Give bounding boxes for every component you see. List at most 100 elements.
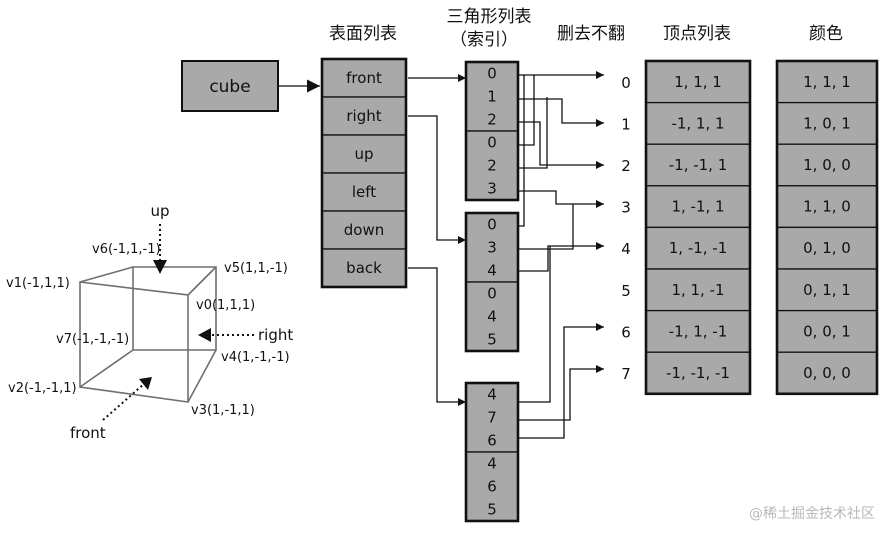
color-value: 0, 0, 1 (803, 322, 851, 340)
face-label: back (346, 259, 382, 277)
vertex-label-v6: v6(-1,1,-1) (92, 242, 161, 257)
triangle-cell (465, 382, 519, 453)
link-7 (518, 204, 574, 250)
triangle-cell (465, 130, 519, 201)
cube-label: cube (209, 77, 250, 97)
triangle-index: 4 (487, 308, 497, 326)
vertex-index-label: 1 (621, 115, 631, 133)
vertex-index-label: 4 (621, 240, 631, 258)
triangle-index: 5 (487, 501, 497, 519)
header-cull: 删去不翻 (557, 24, 625, 44)
link-10 (518, 365, 604, 421)
color-value: 1, 0, 1 (803, 114, 851, 132)
triangle-block-frame (464, 60, 520, 202)
vertex-index-label: 6 (621, 323, 631, 341)
color-list-frame (775, 59, 879, 396)
color-value: 0, 0, 0 (803, 364, 851, 382)
vertex-value: 1, 1, 1 (674, 73, 722, 91)
color-value: 0, 1, 1 (803, 281, 851, 299)
triangle-index: 4 (487, 262, 497, 280)
triangle-index: 6 (487, 432, 497, 450)
cube-box (181, 60, 279, 112)
up-label: up (150, 202, 169, 220)
header-index-note: （索引） (450, 30, 518, 50)
vertex-index-label: 0 (621, 74, 631, 92)
link-11 (518, 323, 604, 439)
vertex-label-v7: v7(-1,-1,-1) (56, 332, 129, 347)
color-list: 1, 1, 1 1, 0, 1 1, 0, 0 1, 1, 0 0, 1, 0 0, 1,… (775, 59, 879, 396)
face-label: up (354, 145, 373, 163)
vertex-index-label: 5 (621, 282, 631, 300)
right-label: right (258, 326, 293, 344)
header-colors: 颜色 (809, 24, 843, 44)
vertex-cell (645, 226, 751, 270)
triangle-index: 7 (487, 409, 497, 427)
vertex-list-frame (644, 59, 752, 396)
vertex-value: -1, 1, -1 (669, 322, 728, 340)
vertex-label-v2: v2(-1,-1,1) (8, 381, 77, 396)
face-list: front right up left down back (320, 57, 408, 289)
triangle-index: 2 (487, 111, 497, 129)
up-arrowhead (153, 260, 167, 274)
header-vertex-list: 顶点列表 (663, 24, 731, 44)
header-triangle-list: 三角形列表 (447, 7, 532, 27)
color-value: 1, 1, 0 (803, 198, 851, 216)
front-arrowhead (139, 377, 152, 390)
vertex-index-label: 2 (621, 157, 631, 175)
vertex-label-v5: v5(1,1,-1) (224, 261, 288, 276)
face-label: down (344, 221, 384, 239)
vertex-index-label: 3 (621, 199, 631, 217)
face-label: right (346, 107, 381, 125)
connectors (278, 71, 604, 439)
triangle-index: 4 (487, 455, 497, 473)
triangle-block-frame (464, 211, 520, 353)
face-label: left (352, 183, 376, 201)
link-6 (518, 75, 525, 227)
vertex-label-v3: v3(1,-1,1) (191, 403, 255, 418)
vertex-value: -1, -1, 1 (669, 156, 728, 174)
triangle-index: 5 (487, 331, 497, 349)
triangle-index: 0 (487, 285, 497, 303)
color-value: 1, 0, 0 (803, 156, 851, 174)
link-5 (518, 190, 604, 208)
link-3 (518, 75, 535, 146)
vertex-label-v1: v1(-1,1,1) (6, 276, 70, 291)
front-label: front (70, 424, 106, 442)
vertex-label-v0: v0(1,1,1) (196, 298, 255, 313)
face-label: front (346, 69, 382, 87)
face-cell (321, 58, 407, 98)
vertex-cell (645, 185, 751, 229)
vertex-value: 1, 1, -1 (671, 281, 724, 299)
triangle-index: 4 (487, 386, 497, 404)
right-arrowhead (198, 328, 211, 342)
color-cell (776, 185, 878, 229)
triangle-index: 0 (487, 65, 497, 83)
link-4 (518, 97, 548, 169)
vertex-list: 1, 1, 1-1, 1, 1-1, -1, 11, -1, 11, -1, -… (644, 59, 752, 396)
vertex-value: -1, -1, -1 (666, 364, 730, 382)
link-9 (518, 246, 551, 403)
triangle-index: 0 (487, 216, 497, 234)
face-list-frame (320, 57, 408, 289)
vertex-value: 1, -1, 1 (671, 198, 724, 216)
vertex-index-label: 7 (621, 365, 631, 383)
color-value: 1, 1, 1 (803, 73, 851, 91)
vertex-label-v4: v4(1,-1,-1) (221, 350, 290, 365)
triangle-index: 3 (487, 239, 497, 257)
watermark: @稀土掘金技术社区 (749, 506, 875, 522)
front-indicator (102, 382, 146, 421)
triangle-index: 3 (487, 180, 497, 198)
header-face-list: 表面列表 (329, 24, 397, 44)
cube-side-edges (79, 266, 217, 403)
vertex-index-column: 0 1 2 3 4 5 6 7 (621, 74, 631, 383)
arrow-back-to-triangles (408, 267, 466, 406)
arrow-right-to-triangles (408, 115, 466, 244)
vertex-value: -1, 1, 1 (671, 114, 724, 132)
triangle-index: 0 (487, 134, 497, 152)
link-8 (518, 242, 604, 272)
color-value: 0, 1, 0 (803, 239, 851, 257)
color-cell (776, 101, 878, 145)
link-1 (518, 98, 604, 127)
link-2 (518, 121, 604, 169)
